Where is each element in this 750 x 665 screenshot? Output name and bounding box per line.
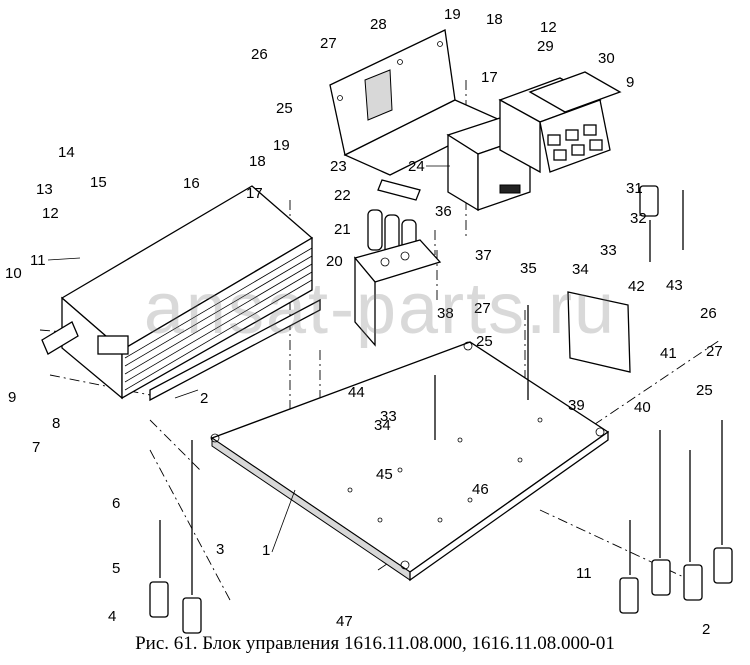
callout-label: 31 <box>626 180 643 197</box>
bracket-20 <box>353 239 442 347</box>
callout-label: 25 <box>696 382 713 399</box>
figure-caption: Рис. 61. Блок управления 1616.11.08.000,… <box>135 633 615 654</box>
callout-label: 9 <box>626 74 634 91</box>
callout-label: 28 <box>370 16 387 33</box>
callout-label: 43 <box>666 277 683 294</box>
callout-label: 15 <box>90 174 107 191</box>
callout-label: 13 <box>36 181 53 198</box>
callout-label: 26 <box>700 305 717 322</box>
callout-label: 26 <box>251 46 268 63</box>
callout-label: 33 <box>600 242 617 259</box>
callout-label: 14 <box>58 144 75 161</box>
callout-label: 33 <box>380 408 397 425</box>
callout-label: 18 <box>249 153 266 170</box>
callout-label: 34 <box>374 417 391 434</box>
callout-label: 6 <box>112 495 120 512</box>
bracket-28 <box>329 29 502 176</box>
callout-label: 39 <box>568 397 585 414</box>
callout-label: 3 <box>216 541 224 558</box>
callout-label: 10 <box>5 265 22 282</box>
callout-label: 35 <box>520 260 537 277</box>
callout-label: 7 <box>32 439 40 456</box>
callout-label: 16 <box>183 175 200 192</box>
callout-label: 20 <box>326 253 343 270</box>
callout-label: 46 <box>472 481 489 498</box>
callout-label: 27 <box>474 300 491 317</box>
callout-label: 17 <box>481 69 498 86</box>
callout-label: 47 <box>336 613 353 630</box>
panel-41 <box>567 291 631 373</box>
callout-label: 21 <box>334 221 351 238</box>
callout-label: 24 <box>408 158 425 175</box>
callout-label: 4 <box>108 608 116 625</box>
control-unit-housing <box>41 185 321 402</box>
callout-label: 36 <box>435 203 452 220</box>
callout-label: 19 <box>444 6 461 23</box>
relay-block <box>498 71 622 174</box>
callout-label: 1 <box>262 542 270 559</box>
base-plate <box>210 341 610 582</box>
callout-label: 2 <box>200 390 208 407</box>
callout-label: 2 <box>702 621 710 638</box>
callout-labels: 1 2 2 3 4 5 6 7 8 9 9 10 11 11 12 12 13 … <box>5 6 723 638</box>
callout-label: 5 <box>112 560 120 577</box>
callout-label: 17 <box>246 185 263 202</box>
callout-label: 45 <box>376 466 393 483</box>
callout-label: 12 <box>540 19 557 36</box>
callout-label: 30 <box>598 50 615 67</box>
callout-label: 32 <box>630 210 647 227</box>
callout-label: 23 <box>330 158 347 175</box>
callout-label: 34 <box>572 261 589 278</box>
callout-label: 41 <box>660 345 677 362</box>
callout-label: 38 <box>437 305 454 322</box>
callout-label: 25 <box>276 100 293 117</box>
callout-label: 11 <box>576 565 592 582</box>
callout-label: 9 <box>8 389 16 406</box>
callout-label: 37 <box>475 247 492 264</box>
fastener-stacks <box>149 185 733 634</box>
callout-label: 44 <box>348 384 365 401</box>
callout-label: 19 <box>273 137 290 154</box>
callout-label: 22 <box>334 187 351 204</box>
callout-label: 25 <box>476 333 493 350</box>
callout-label: 40 <box>634 399 651 416</box>
callout-label: 29 <box>537 38 554 55</box>
fuse-holders <box>367 179 421 261</box>
callout-label: 11 <box>30 252 46 269</box>
callout-label: 18 <box>486 11 503 28</box>
callout-label: 8 <box>52 415 60 432</box>
callout-label: 12 <box>42 205 59 222</box>
callout-label: 27 <box>706 343 723 360</box>
callout-label: 42 <box>628 278 645 295</box>
callout-label: 27 <box>320 35 337 52</box>
